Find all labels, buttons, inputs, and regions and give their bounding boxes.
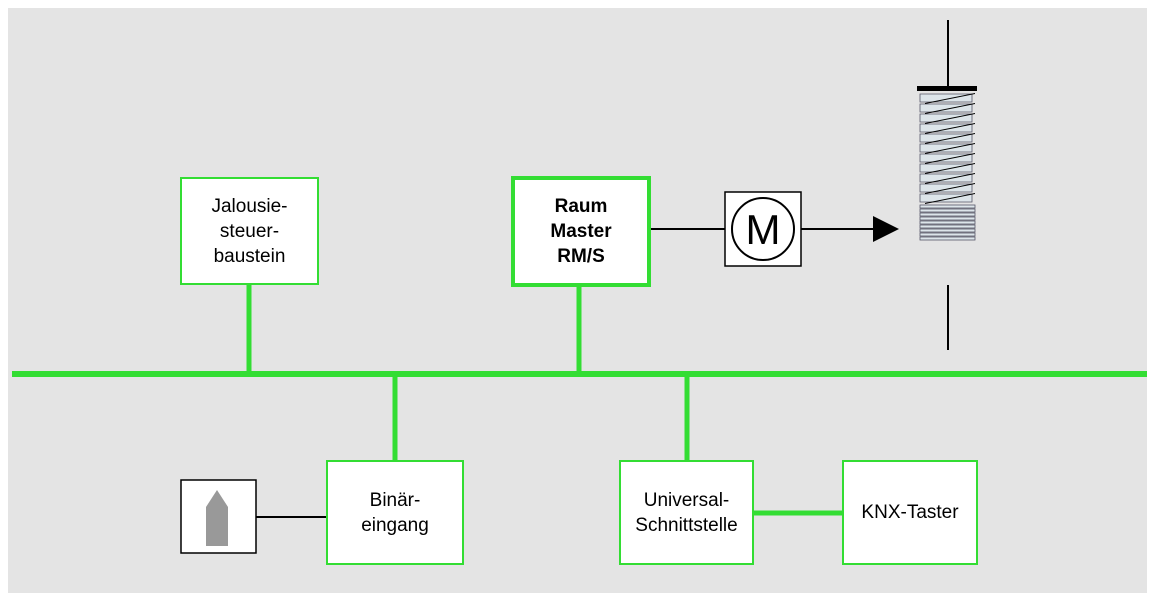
raum-master-rms: Raum Master RM/S <box>511 176 651 287</box>
motor-icon <box>724 191 802 267</box>
raum-master-rms-label: Raum Master RM/S <box>550 196 612 267</box>
arrow-head <box>873 216 899 242</box>
binaer-eingang-label: Binär- eingang <box>361 489 429 536</box>
knx-taster-label: KNX-Taster <box>861 502 959 523</box>
motor-label: M <box>746 206 781 253</box>
window-contact-icon <box>180 479 257 554</box>
universal-schnittstelle-label: Universal- Schnittstelle <box>635 489 738 536</box>
jalousie-steuerbaustein: Jalousie- steuer- baustein <box>180 177 319 285</box>
knx-taster: KNX-Taster <box>842 460 978 565</box>
jalousie-steuerbaustein-label: Jalousie- steuer- baustein <box>211 195 288 267</box>
universal-schnittstelle: Universal- Schnittstelle <box>619 460 754 565</box>
blind-icon <box>917 20 977 350</box>
binaer-eingang: Binär- eingang <box>326 460 464 565</box>
